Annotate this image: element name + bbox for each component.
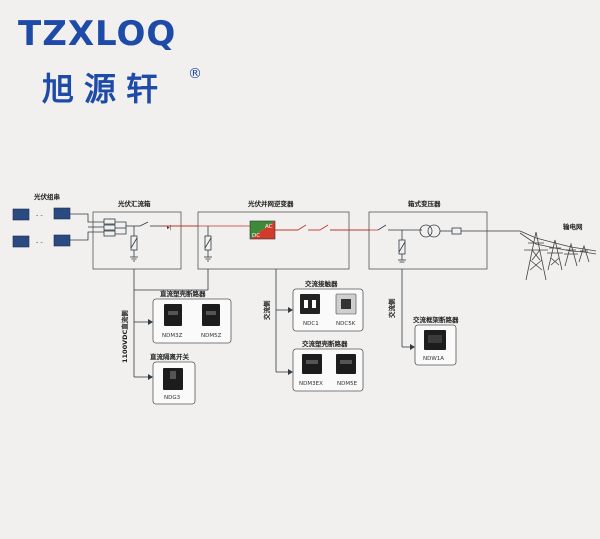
product-ndm5z: NDM5Z: [201, 333, 222, 339]
ac-side-label-inverter: 交流侧: [262, 300, 271, 320]
product-ndc1: NDC1: [303, 321, 319, 327]
solar-panel-icon: [53, 207, 71, 220]
transmission-tower-icons: [519, 230, 597, 281]
transmission-tower-icon: [578, 244, 590, 263]
grid-label: 输电网: [563, 222, 583, 231]
brand-logo: TZXLOQ 旭源轩 ®: [18, 14, 218, 108]
transformer-coil-icon: [419, 224, 433, 238]
solar-panel-icon: [12, 235, 30, 248]
switch-icon: [139, 221, 149, 227]
product-ndw1a: NDW1A: [423, 356, 444, 362]
combiner-box: [92, 211, 182, 270]
dc-label: DC: [252, 233, 260, 239]
logo-chinese-name: 旭源轩: [42, 70, 169, 108]
product-ndm3ex: NDM3EX: [299, 381, 323, 387]
product-ndm5e: NDM5E: [337, 381, 358, 387]
transformer-coil-icon: [427, 224, 441, 238]
solar-panel-icon: [53, 234, 71, 247]
combiner-internals: [103, 218, 163, 262]
fuse-icon: [103, 224, 116, 231]
fuse-icon: [103, 230, 116, 237]
transformer-label: 箱式变压器: [408, 199, 441, 208]
product-ndg3: NDG3: [164, 395, 181, 401]
registered-mark: ®: [188, 66, 202, 82]
dc-isolator-title: 直流隔离开关: [150, 352, 190, 361]
ac-mccb-title: 交流塑壳断路器: [302, 339, 348, 348]
pv-panels: [12, 207, 71, 248]
logo-text: TZXLOQ: [18, 14, 177, 54]
diode-mark: ▸|: [167, 225, 172, 231]
switch-icon: [319, 224, 329, 231]
combiner-label: 光伏汇流箱: [117, 199, 151, 208]
ac-acb-title: 交流框架断路器: [413, 315, 459, 324]
dc-ac-converter-icon: DC AC: [249, 220, 276, 240]
fuse-icon: [103, 218, 116, 225]
pv-string-label: 光伏组串: [33, 192, 60, 201]
product-ndm3z: NDM3Z: [162, 333, 183, 339]
dc-mccb-title: 直流塑壳断路器: [160, 289, 206, 298]
solar-panel-icon: [12, 208, 30, 221]
pv-dash-bottom: - -: [36, 238, 43, 246]
switch-icon: [377, 224, 387, 231]
inverter-label: 光伏并网逆变器: [247, 199, 294, 208]
ac-side-label-transformer: 交流侧: [387, 298, 396, 318]
fuse-icon: [451, 227, 462, 235]
switch-icon: [297, 224, 307, 231]
pv-dash-top: - -: [36, 211, 43, 219]
inverter-box: [197, 211, 350, 270]
contactor-product-icon: [300, 294, 320, 314]
transmission-tower-icon: [524, 231, 548, 281]
ac-contactor-title: 交流接触器: [305, 279, 338, 288]
product-ndc5k: NDC5K: [336, 321, 356, 327]
ac-label: AC: [265, 224, 273, 230]
transformer-box: [368, 211, 488, 270]
dc-voltage-label: 1100VDC直流侧: [120, 310, 129, 363]
